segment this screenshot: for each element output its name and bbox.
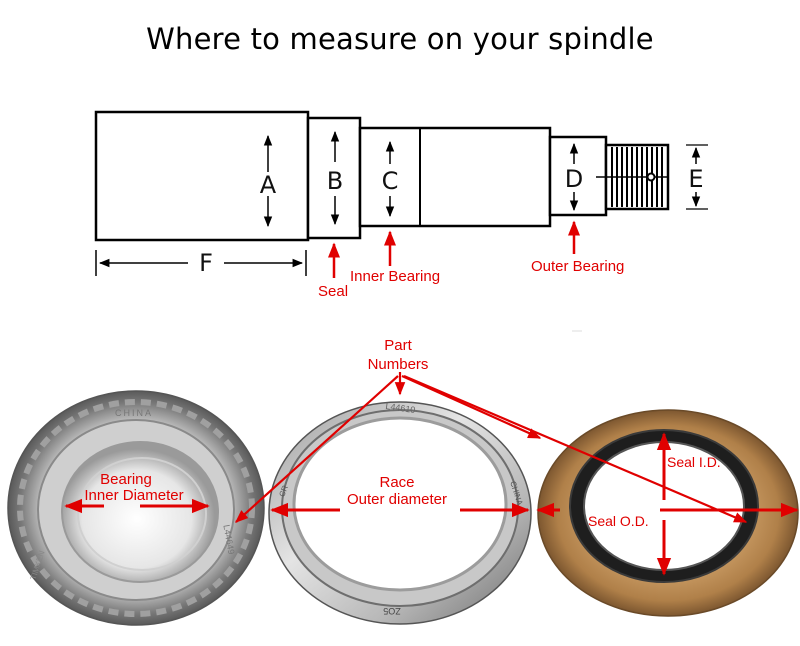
dim-label-d: D (565, 165, 583, 193)
spindle-callout-arrows (328, 220, 580, 278)
seal-id-label: Seal I.D. (667, 454, 721, 470)
part-numbers-label-2: Numbers (368, 356, 429, 373)
race-stamp-left: CR (277, 484, 289, 498)
bearing-race-photo (268, 401, 532, 625)
dim-label-e: E (688, 165, 703, 193)
dimension-arrows (95, 130, 708, 276)
race-label-1: Race (379, 474, 414, 491)
spindle-threads (596, 147, 668, 207)
seal-callout: Seal (318, 283, 348, 300)
dim-label-a: A (260, 171, 277, 199)
outer-bearing-callout: Outer Bearing (531, 258, 624, 275)
bearing-stamp-top: CHINA (115, 408, 153, 418)
inner-bearing-callout: Inner Bearing (350, 268, 440, 285)
dim-label-c: C (382, 167, 399, 195)
bearing-label-2: Inner Diameter (84, 487, 183, 504)
race-label-2: Outer diameter (347, 491, 447, 508)
bearing-label-1: Bearing (100, 471, 152, 488)
grease-seal-photo (537, 409, 799, 617)
seal-od-label: Seal O.D. (588, 513, 649, 529)
dim-label-b: B (327, 167, 343, 195)
page-title: Where to measure on your spindle (146, 22, 654, 56)
diameter-lines (64, 432, 799, 576)
dim-label-f: F (199, 249, 213, 277)
race-stamp-top: L44610 (385, 401, 416, 415)
part-number-pointers (235, 372, 748, 524)
bearing-cone-photo (7, 390, 265, 626)
part-numbers-label-1: Part (384, 337, 412, 354)
race-stamp-bottom: ZO5 (383, 606, 401, 616)
